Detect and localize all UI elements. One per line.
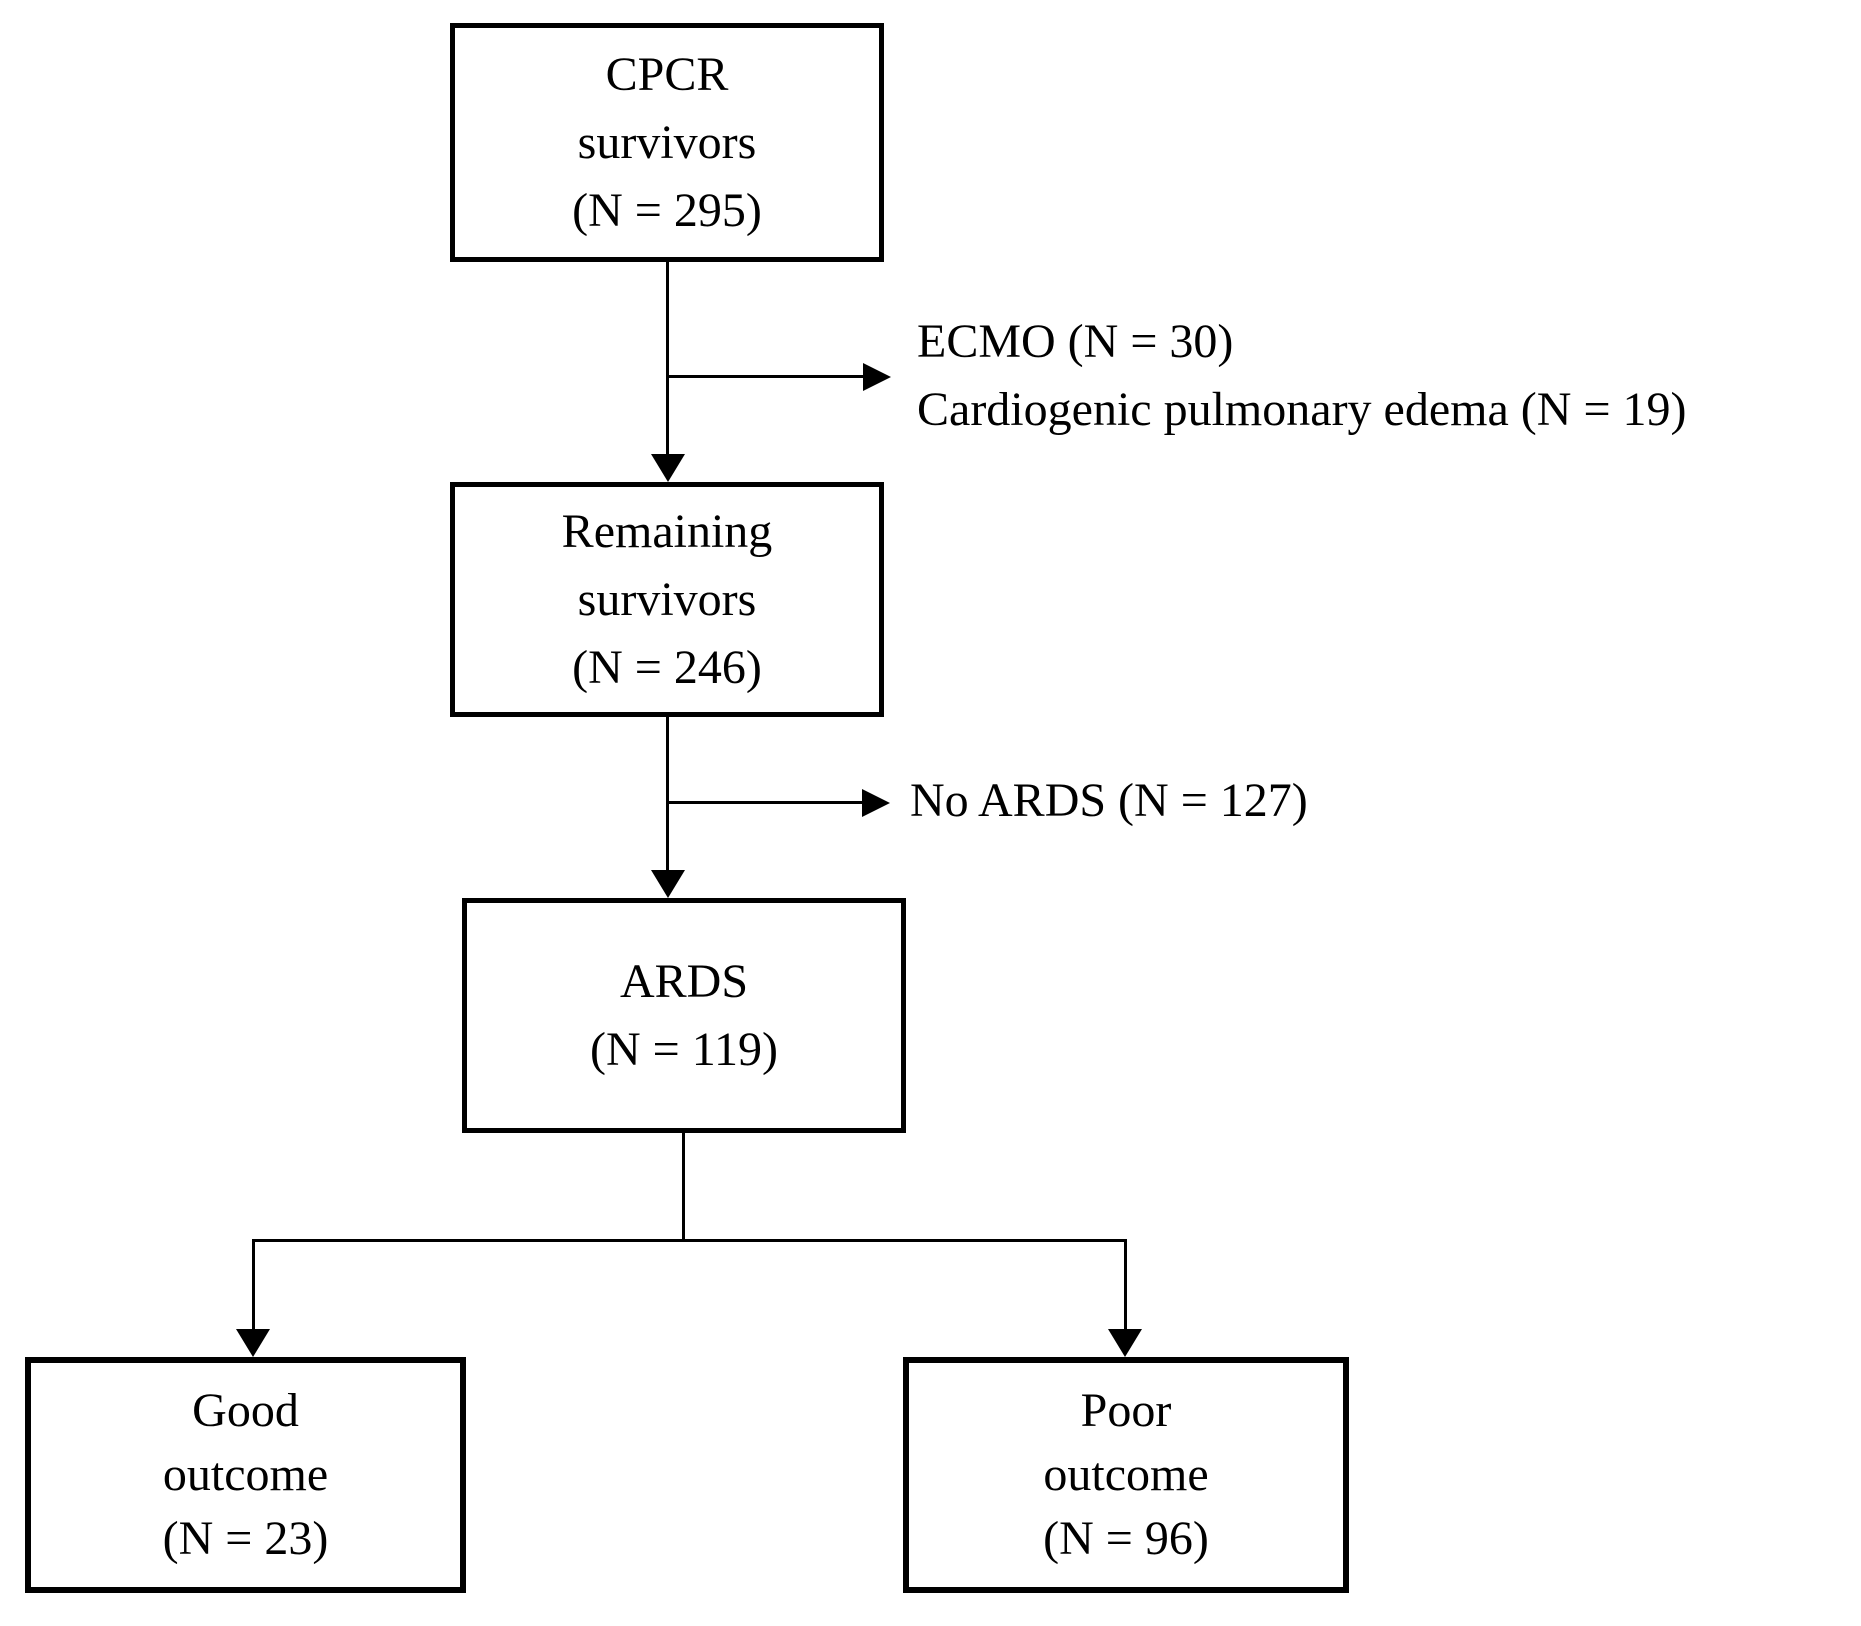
- arrowhead-right-icon: [863, 363, 891, 391]
- node-poor-outcome-line2: outcome: [1043, 1448, 1209, 1501]
- arrow-to-good-outcome-line: [252, 1239, 255, 1329]
- node-ards: ARDS (N = 119): [462, 898, 906, 1133]
- node-cpcr-survivors-line1: CPCR: [605, 47, 729, 101]
- arrow-remaining-to-ards-line: [666, 717, 669, 870]
- node-remaining-survivors: Remaining survivors (N = 246): [450, 482, 884, 717]
- arrow-to-poor-outcome-line: [1124, 1239, 1127, 1329]
- node-poor-outcome: Poor outcome (N = 96): [903, 1357, 1349, 1593]
- arrowhead-right-icon: [862, 789, 890, 817]
- label-exclusion-after-cpcr: ECMO (N = 30) Cardiogenic pulmonary edem…: [917, 308, 1687, 444]
- node-remaining-survivors-count: (N = 246): [572, 640, 762, 694]
- arrow-exclusion2-line: [668, 801, 862, 804]
- split-horizontal-line: [252, 1239, 1127, 1242]
- node-remaining-survivors-line1: Remaining: [561, 504, 773, 558]
- node-cpcr-survivors-count: (N = 295): [572, 183, 762, 237]
- arrowhead-down-icon: [651, 870, 685, 898]
- node-ards-count: (N = 119): [590, 1022, 778, 1076]
- node-good-outcome: Good outcome (N = 23): [25, 1357, 466, 1593]
- arrow-ards-stem-line: [682, 1133, 685, 1241]
- arrowhead-down-icon: [1108, 1329, 1142, 1357]
- label-ecmo: ECMO (N = 30): [917, 315, 1234, 368]
- node-good-outcome-line2: outcome: [162, 1448, 329, 1501]
- arrowhead-down-icon: [651, 454, 685, 482]
- node-good-outcome-count: (N = 23): [162, 1512, 329, 1565]
- node-ards-line1: ARDS: [619, 954, 749, 1008]
- node-poor-outcome-line1: Poor: [1080, 1384, 1172, 1437]
- arrowhead-down-icon: [236, 1329, 270, 1357]
- node-cpcr-survivors-line2: survivors: [577, 115, 757, 169]
- label-exclusion-after-remaining: No ARDS (N = 127): [910, 767, 1308, 835]
- node-good-outcome-line1: Good: [192, 1384, 299, 1437]
- label-no-ards: No ARDS (N = 127): [910, 774, 1308, 827]
- node-remaining-survivors-line2: survivors: [577, 572, 757, 626]
- node-poor-outcome-count: (N = 96): [1043, 1512, 1209, 1565]
- node-cpcr-survivors: CPCR survivors (N = 295): [450, 23, 884, 262]
- label-cardiogenic-pulmonary-edema: Cardiogenic pulmonary edema (N = 19): [917, 383, 1687, 436]
- arrow-exclusion1-line: [668, 375, 863, 378]
- arrow-cpcr-to-remaining-line: [666, 262, 669, 454]
